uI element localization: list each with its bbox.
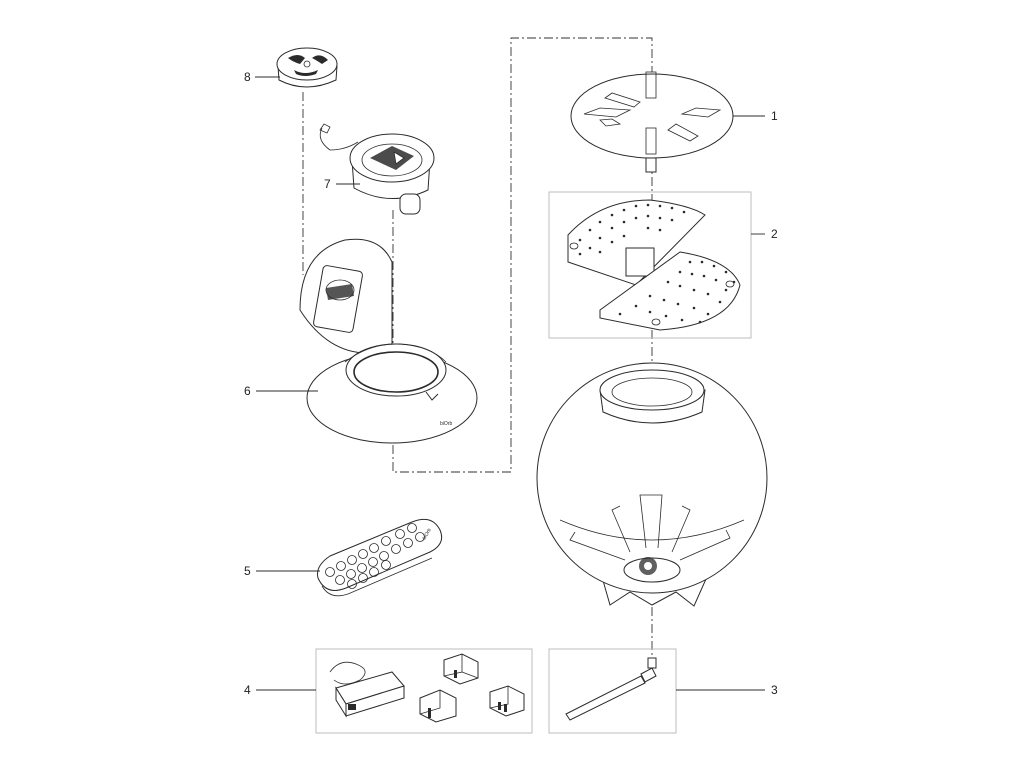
- lid-logo-text: biOrb: [440, 421, 452, 427]
- callout-number-8: 8: [244, 70, 251, 84]
- pump-light-unit-icon: [319, 123, 435, 215]
- callout-number-4: 4: [244, 683, 251, 697]
- split-perforated-plate-icon: [548, 191, 752, 339]
- air-tube-icon: [548, 648, 677, 734]
- remote-logo-text: biOrb: [422, 527, 433, 541]
- power-adapter-kit-icon: [315, 648, 533, 734]
- callout-number-7: 7: [324, 177, 331, 191]
- callout-number-5: 5: [244, 564, 251, 578]
- callout-leaders: [255, 76, 765, 691]
- remote-control-icon: biOrb: [317, 518, 443, 597]
- lid-with-hinged-cover-icon: biOrb: [299, 238, 478, 444]
- aquarium-globe-icon: [536, 362, 768, 607]
- plug-adapter-3: [489, 685, 525, 717]
- filter-plate-icon: [570, 71, 734, 173]
- callout-number-3: 3: [771, 683, 778, 697]
- perforation-holes: [578, 203, 736, 324]
- remote-buttons: [325, 523, 425, 589]
- callout-number-6: 6: [244, 384, 251, 398]
- callout-number-2: 2: [771, 227, 778, 241]
- filter-tower-arms: [569, 494, 731, 561]
- filter-cap-icon: [276, 47, 338, 88]
- callout-number-1: 1: [771, 109, 778, 123]
- plug-adapter-2: [419, 689, 457, 723]
- plug-adapter-1: [443, 653, 479, 685]
